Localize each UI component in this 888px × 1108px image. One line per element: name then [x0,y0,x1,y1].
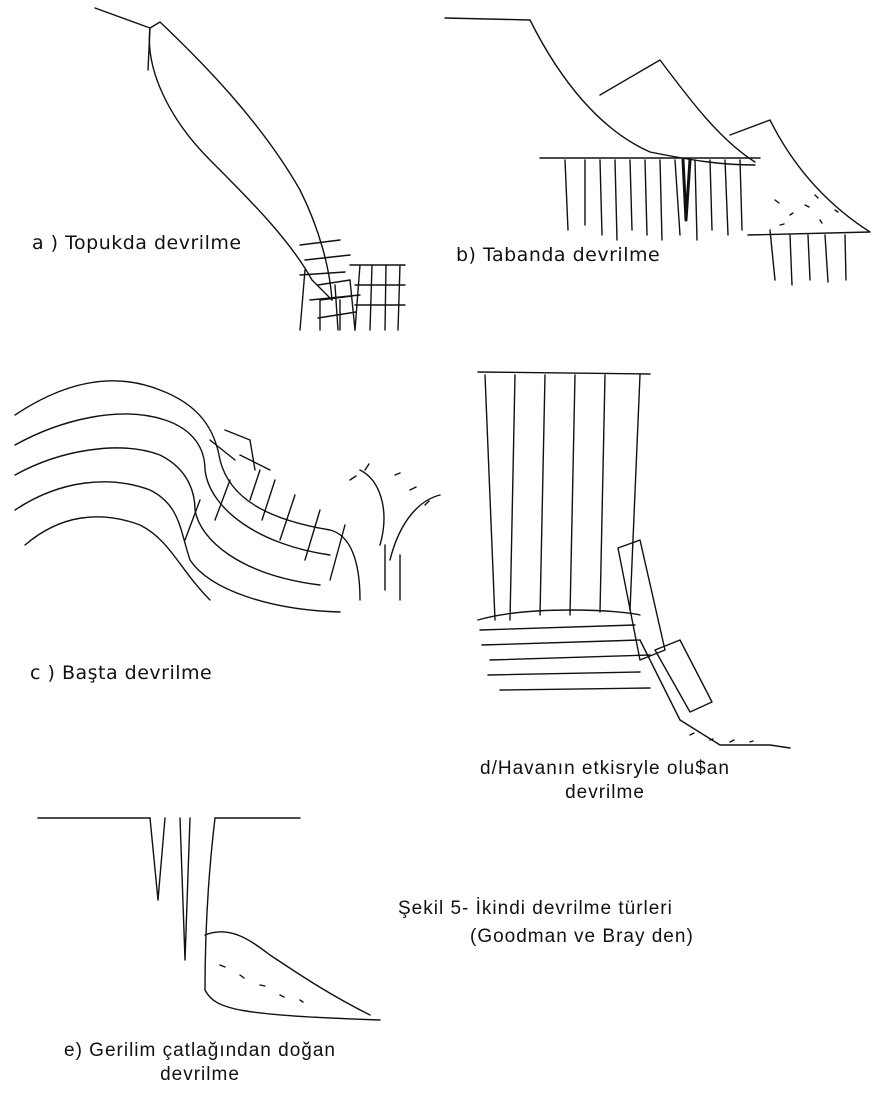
caption-e-line1: e) Gerilim çatlağından doğan [0,1040,400,1062]
caption-d-line1: d/Havanın etkisryle olu$an [425,758,785,780]
caption-a: a ) Topukda devrilme [32,232,242,254]
diagram-d-weathering-toppling [470,370,888,680]
diagram-a-toe-toppling [90,0,420,320]
caption-e-line2: devrilme [0,1064,400,1086]
caption-c: c ) Başta devrilme [30,662,212,684]
caption-d-line2: devrilme [425,782,785,804]
figure-caption-source: (Goodman ve Bray den) [470,926,694,948]
figure-caption-title: Şekil 5- İkindi devrilme türleri [398,898,673,920]
diagram-c-head-toppling [10,370,450,630]
diagram-e-tension-crack-toppling [30,800,390,1010]
caption-b: b) Tabanda devrilme [456,244,660,266]
